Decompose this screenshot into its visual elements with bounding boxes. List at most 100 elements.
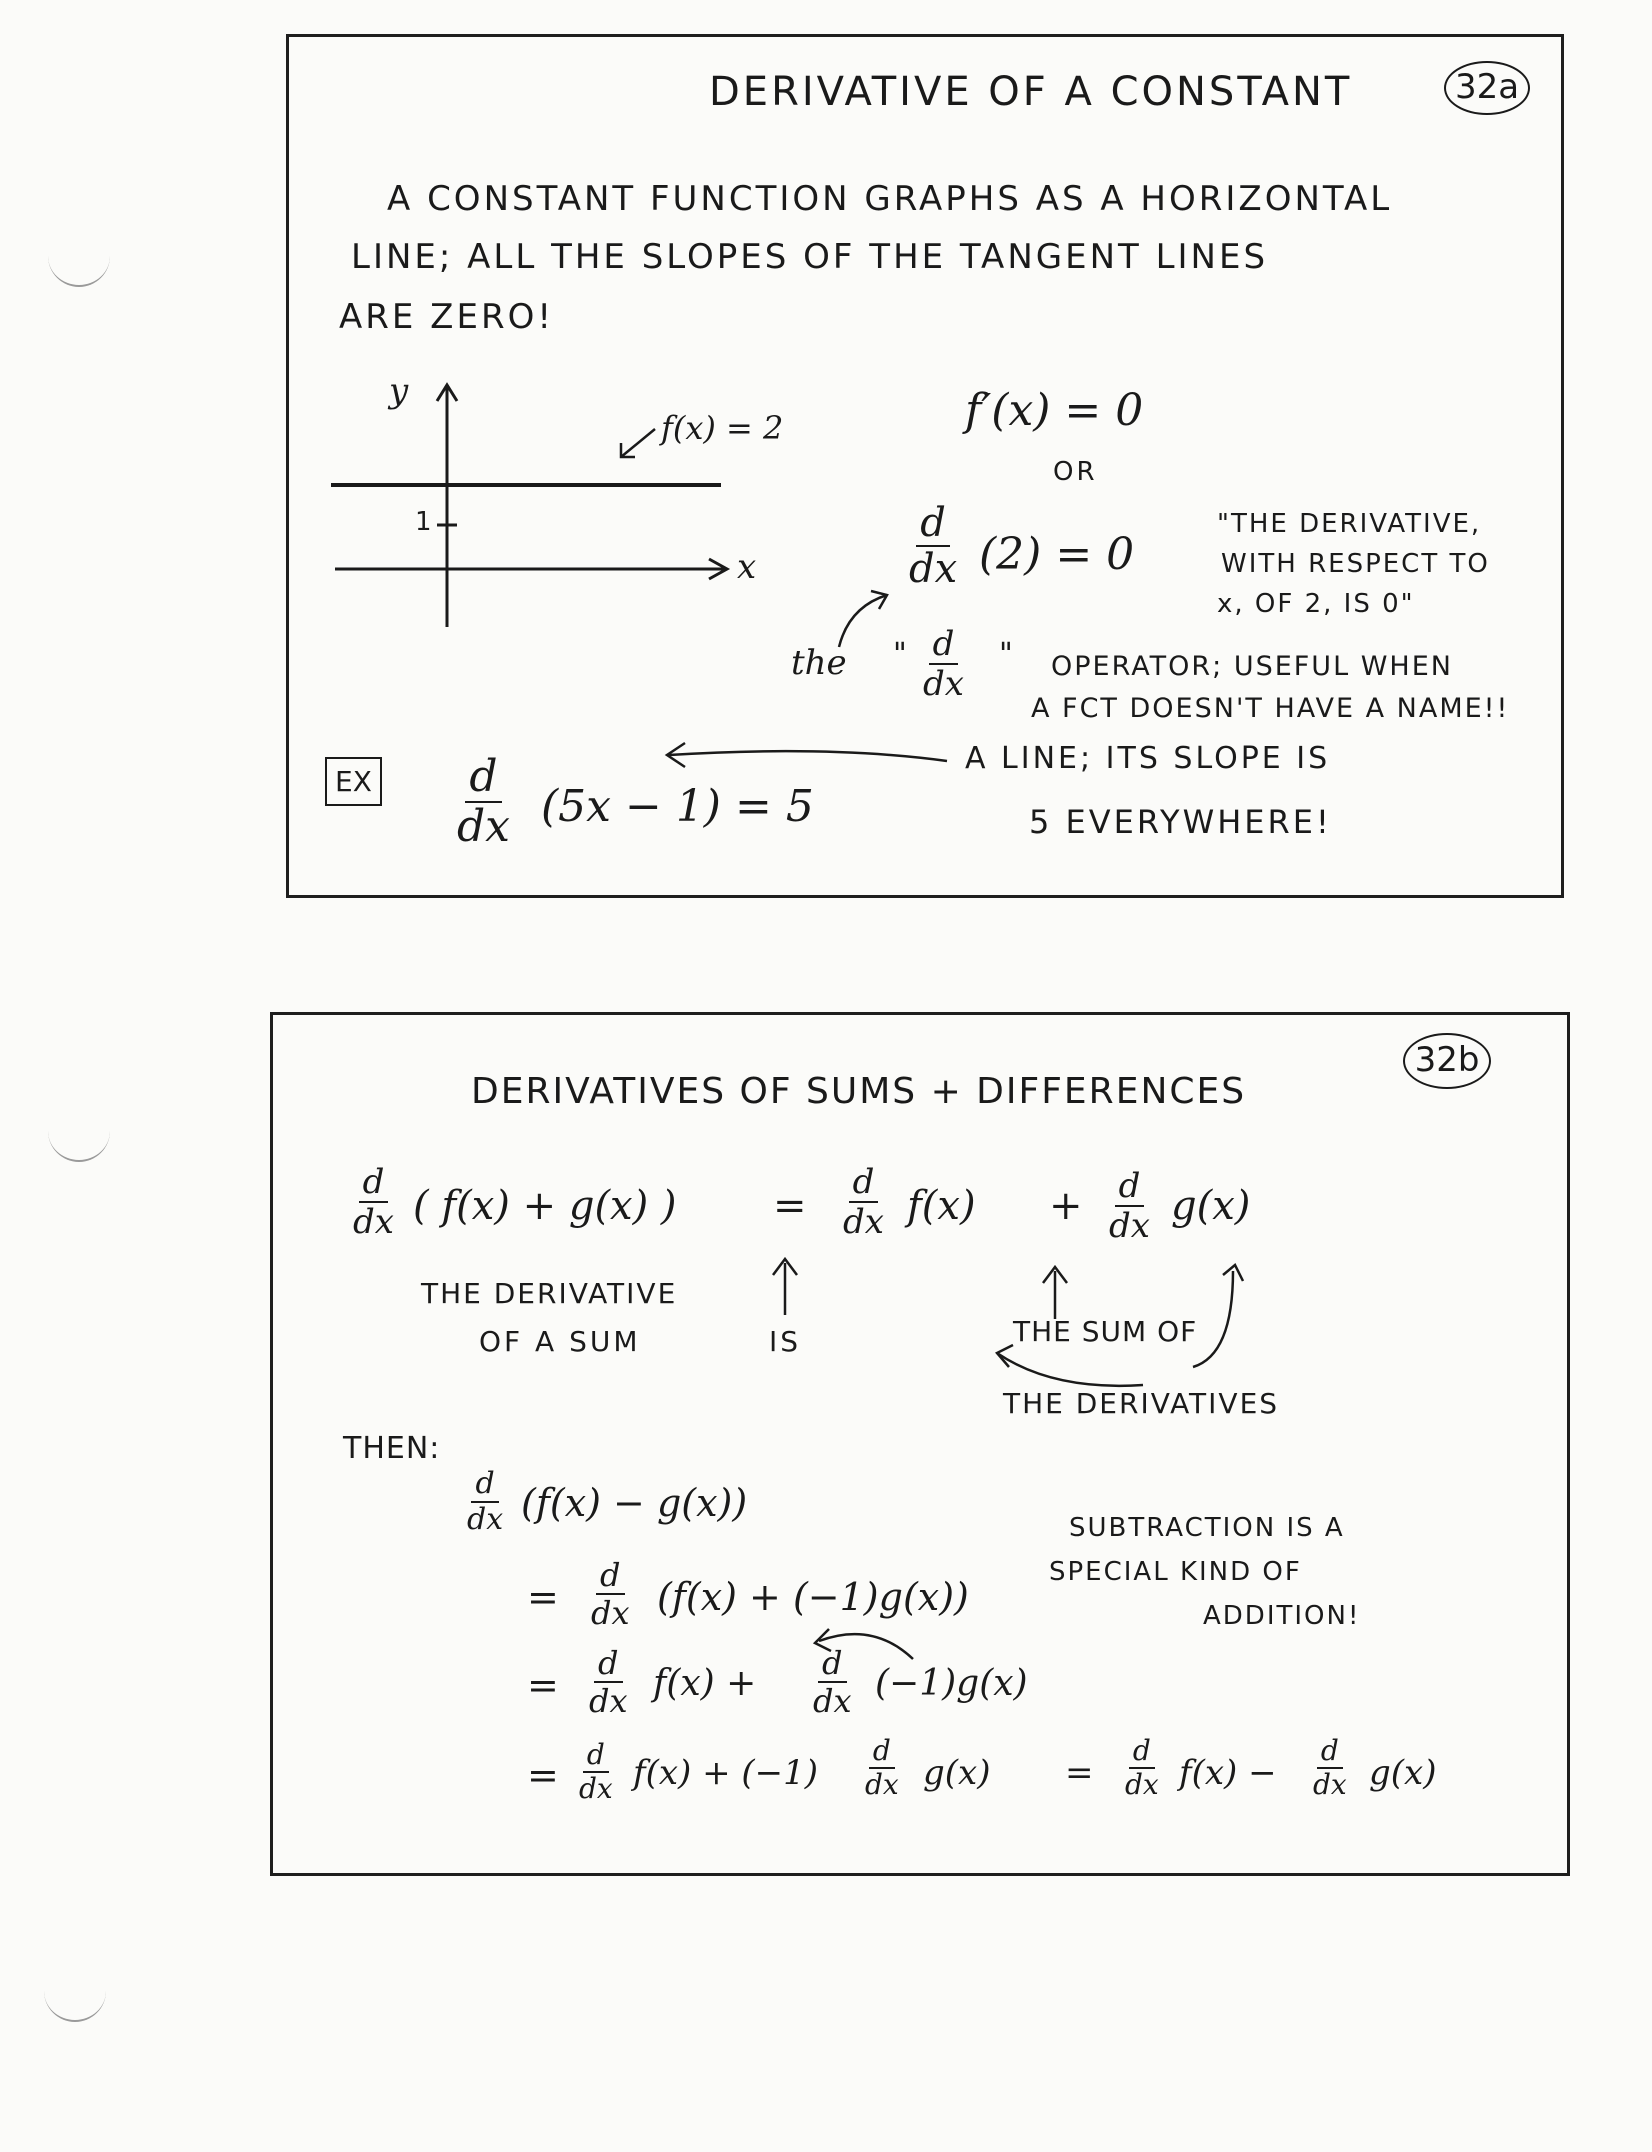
page-number-badge: 32a xyxy=(1444,61,1530,115)
then-label: THEN: xyxy=(343,1431,441,1466)
binder-hole xyxy=(44,1990,106,2022)
sum-equals: = xyxy=(773,1183,807,1229)
d-numerator: d xyxy=(818,1647,847,1683)
intro-line-1: A CONSTANT FUNCTION GRAPHS AS A HORIZONT… xyxy=(387,179,1393,219)
annotation-sum-of: THE SUM OF xyxy=(1013,1315,1198,1348)
d-numerator: d xyxy=(868,1737,895,1769)
annotation-derivative-of-sum-line-2: OF A SUM xyxy=(479,1325,641,1358)
dx-denominator: dx xyxy=(1313,1768,1347,1801)
quote-line-2: WITH RESPECT TO xyxy=(1221,549,1490,579)
quote-line-1: "THE DERIVATIVE, xyxy=(1217,509,1482,539)
line4-fourth-term: g(x) xyxy=(1369,1753,1437,1793)
d-numerator: d xyxy=(358,1165,389,1203)
or-label: OR xyxy=(1053,457,1098,487)
d-numerator: d xyxy=(594,1647,623,1683)
line3-d-dx-second: d dx xyxy=(813,1647,852,1717)
d-numerator: d xyxy=(916,503,950,547)
d-numerator: d xyxy=(465,755,502,803)
line4-second-term: g(x) xyxy=(923,1753,991,1793)
line3-second-term: (−1)g(x) xyxy=(875,1663,1028,1704)
dx-denominator: dx xyxy=(353,1202,394,1242)
dx-denominator: dx xyxy=(467,1502,504,1537)
d-dx-of-2-equation: (2) = 0 xyxy=(979,529,1135,580)
sum-f-term: f(x) xyxy=(907,1183,976,1229)
dx-denominator: dx xyxy=(579,1772,613,1805)
line4-first-term: f(x) + (−1) xyxy=(633,1753,819,1793)
sum-f-d-dx: d dx xyxy=(843,1165,884,1239)
d-numerator: d xyxy=(1128,1737,1155,1769)
sum-g-d-dx: d dx xyxy=(1109,1169,1150,1243)
dx-denominator: dx xyxy=(1125,1768,1159,1801)
annotation-the-derivatives: THE DERIVATIVES xyxy=(1003,1387,1280,1420)
line3-first-term: f(x) + xyxy=(653,1663,757,1704)
d-numerator: d xyxy=(1114,1169,1145,1207)
line4-equals: = xyxy=(527,1753,559,1797)
the-label: the xyxy=(791,643,847,683)
panel-derivative-of-constant: 32a DERIVATIVE OF A CONSTANT A CONSTANT … xyxy=(286,34,1564,898)
example-equation: (5x − 1) = 5 xyxy=(541,781,814,832)
line4-d-dx-third: d dx xyxy=(1125,1737,1159,1799)
annotation-arrows xyxy=(772,1256,1245,1388)
quote-line-3: x, OF 2, IS 0" xyxy=(1217,589,1415,619)
line4-d-dx-first: d dx xyxy=(579,1741,613,1803)
intro-line-3: ARE ZERO! xyxy=(339,297,554,337)
line4-middle-equals: = xyxy=(1065,1753,1094,1793)
close-quote: " xyxy=(999,637,1016,672)
line4-d-dx-fourth: d dx xyxy=(1313,1737,1347,1799)
function-label: f(x) = 2 xyxy=(661,409,784,447)
example-note-line-2: 5 EVERYWHERE! xyxy=(1029,803,1332,841)
example-pointer-arrow xyxy=(664,741,948,769)
dx-denominator: dx xyxy=(909,546,958,592)
page-number-badge: 32b xyxy=(1403,1033,1491,1089)
dx-denominator: dx xyxy=(813,1682,852,1720)
subtraction-note-line-2: SPECIAL KIND OF xyxy=(1049,1557,1302,1587)
line3-equals: = xyxy=(527,1663,559,1707)
intro-line-2: LINE; ALL THE SLOPES OF THE TANGENT LINE… xyxy=(351,237,1269,277)
sum-lhs-d-dx: d dx xyxy=(353,1165,394,1239)
operator-note-line-1: OPERATOR; USEFUL WHEN xyxy=(1051,651,1453,682)
diff-d-dx: d dx xyxy=(467,1469,503,1535)
example-note-line-1: A LINE; ITS SLOPE IS xyxy=(965,741,1331,776)
example-badge: EX xyxy=(325,757,382,806)
y-axis-label: y xyxy=(389,371,409,411)
line2-equals: = xyxy=(527,1575,559,1619)
line4-third-term: f(x) − xyxy=(1179,1753,1277,1793)
line2-expression: (f(x) + (−1)g(x)) xyxy=(657,1575,969,1619)
constant-function-graph xyxy=(331,382,731,627)
panel-title: DERIVATIVES OF SUMS + DIFFERENCES xyxy=(471,1071,1247,1112)
line2-d-dx: d dx xyxy=(591,1559,630,1629)
constant-pull-out-arrow xyxy=(812,1628,914,1660)
line4-d-dx-second: d dx xyxy=(865,1737,899,1799)
quoted-d-dx-operator: d dx xyxy=(923,627,964,701)
sum-lhs-expression: ( f(x) + g(x) ) xyxy=(413,1183,677,1229)
dx-denominator: dx xyxy=(865,1768,899,1801)
subtraction-note-line-1: SUBTRACTION IS A xyxy=(1069,1513,1345,1543)
panel-derivatives-of-sums-differences: 32b DERIVATIVES OF SUMS + DIFFERENCES d … xyxy=(270,1012,1570,1876)
line3-d-dx-first: d dx xyxy=(589,1647,628,1717)
diff-lhs-expression: (f(x) − g(x)) xyxy=(521,1481,748,1525)
panel-title: DERIVATIVE OF A CONSTANT xyxy=(709,69,1353,115)
derivative-equation: f′(x) = 0 xyxy=(965,385,1144,436)
dx-denominator: dx xyxy=(591,1594,630,1632)
d-numerator: d xyxy=(596,1559,625,1595)
operator-note-line-2: A FCT DOESN'T HAVE A NAME!! xyxy=(1031,693,1510,724)
annotation-derivative-of-sum-line-1: THE DERIVATIVE xyxy=(421,1277,678,1310)
d-numerator: d xyxy=(471,1469,499,1503)
open-quote: " xyxy=(893,637,910,672)
d-numerator: d xyxy=(1316,1737,1343,1769)
binder-hole xyxy=(48,1130,110,1162)
dx-denominator: dx xyxy=(923,664,964,704)
d-dx-operator: d dx xyxy=(909,503,957,589)
d-numerator: d xyxy=(928,627,959,665)
d-numerator: d xyxy=(848,1165,879,1203)
dx-denominator: dx xyxy=(843,1202,884,1242)
binder-hole xyxy=(48,255,110,287)
x-axis-label: x xyxy=(737,547,757,587)
dx-denominator: dx xyxy=(589,1682,628,1720)
d-numerator: d xyxy=(582,1741,609,1773)
dx-denominator: dx xyxy=(457,801,510,852)
y-tick-label: 1 xyxy=(415,507,432,537)
example-d-dx-operator: d dx xyxy=(457,755,510,849)
sum-g-term: g(x) xyxy=(1171,1183,1251,1229)
annotation-is: IS xyxy=(769,1325,802,1358)
